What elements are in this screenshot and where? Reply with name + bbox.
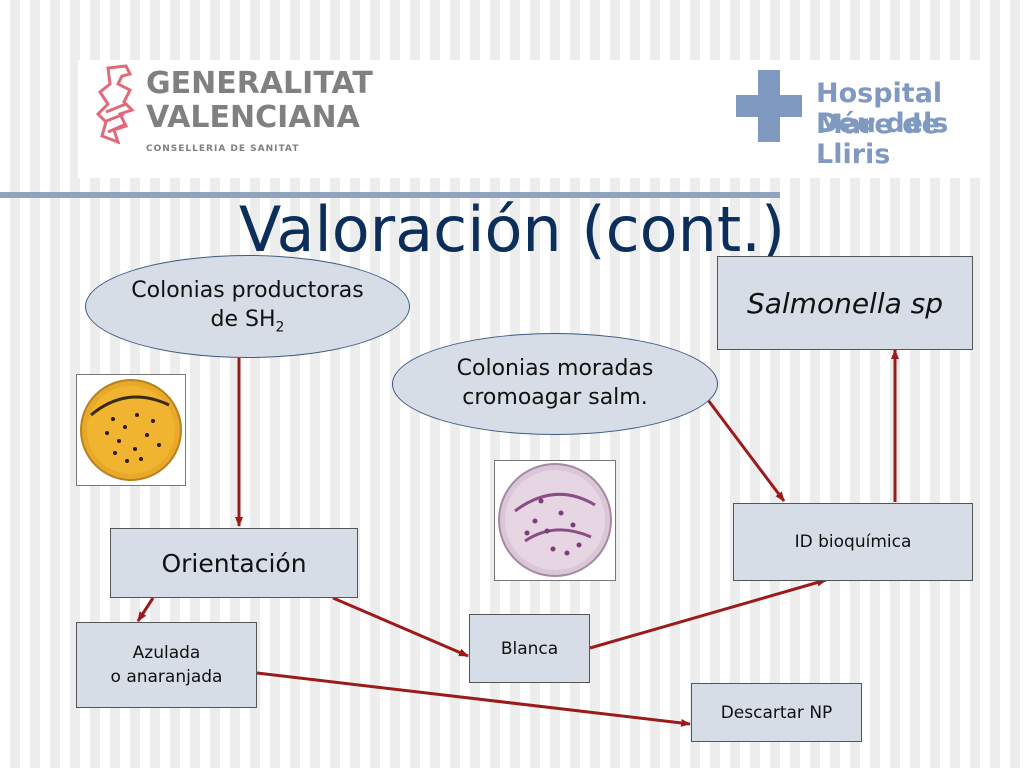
- generalitat-logo-line2: VALENCIANA: [146, 100, 360, 135]
- generalitat-logo-line3: CONSELLERIA DE SANITAT: [146, 144, 300, 154]
- colonias-moradas-line2: cromoagar salm.: [462, 385, 648, 410]
- arrow-moradas-to-id: [706, 399, 786, 502]
- id-bioquimica-node: ID bioquímica: [733, 503, 973, 581]
- arrow-orientacion-to-blanca: [332, 596, 469, 658]
- generalitat-emblem-icon: [96, 64, 135, 145]
- salmonella-node: Salmonella sp: [717, 256, 973, 350]
- hospital-logo-line2: Déu dels Lliris: [816, 108, 949, 170]
- colonias-sh2-line2: de SH2: [210, 306, 285, 335]
- colonias-sh2-line1: Colonias productoras: [131, 277, 364, 303]
- azulada-line2: o anaranjada: [110, 667, 223, 687]
- colonias-moradas-node: Colonias moradas cromoagar salm.: [392, 333, 718, 435]
- descartar-np-node: Descartar NP: [691, 683, 862, 742]
- medical-cross-icon: [736, 70, 802, 142]
- title-rule: [0, 192, 780, 198]
- blanca-node: Blanca: [469, 614, 590, 683]
- arrow-blanca-to-id: [589, 578, 827, 650]
- colonias-moradas-line1: Colonias moradas: [456, 356, 654, 382]
- slide-title: Valoración (cont.): [238, 193, 786, 266]
- colonias-sh2-node: Colonias productoras de SH2: [85, 255, 410, 358]
- hospital-logo-line1: Hospital Mare de: [816, 78, 943, 140]
- petri-dish-moradas-photo: [494, 460, 616, 581]
- generalitat-logo-line1: GENERALITAT: [146, 66, 373, 101]
- petri-dish-sh2-photo: [76, 374, 186, 486]
- sh2-subscript: 2: [275, 318, 285, 335]
- arrow-azulada-to-descartar: [256, 671, 691, 727]
- azulada-node: Azulada o anaranjada: [76, 622, 257, 708]
- azulada-line1: Azulada: [132, 643, 201, 663]
- logo-band: [78, 60, 990, 178]
- arrow-orientacion-to-azulada: [136, 597, 155, 622]
- orientacion-node: Orientación: [110, 528, 358, 598]
